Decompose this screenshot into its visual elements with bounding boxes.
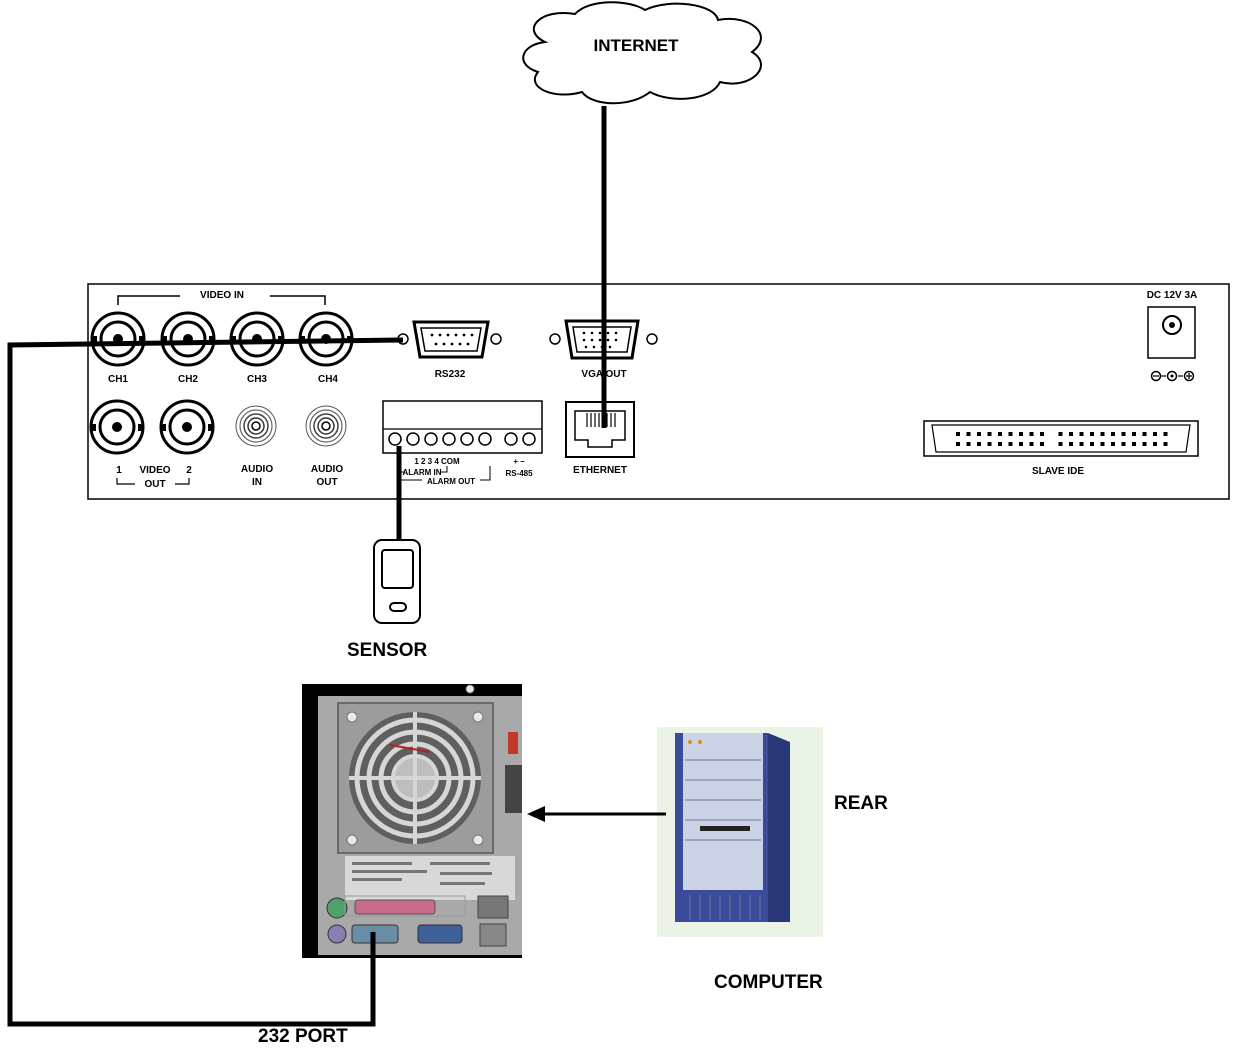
rs485-signs: + – bbox=[513, 457, 525, 466]
internet-label: INTERNET bbox=[594, 36, 680, 55]
ide-pin bbox=[1079, 442, 1084, 446]
computer-label: COMPUTER bbox=[714, 972, 823, 993]
ch4-label: CH4 bbox=[318, 374, 338, 385]
alarm-in-label: ALARM IN bbox=[402, 468, 441, 477]
ide-pin bbox=[1142, 442, 1147, 446]
ide-pin bbox=[1019, 442, 1023, 446]
dc-power-jack bbox=[1147, 306, 1196, 359]
bnc-video-out-2-connector bbox=[159, 399, 215, 455]
bnc-ch3-connector bbox=[229, 311, 285, 367]
ch3-label: CH3 bbox=[247, 374, 267, 385]
ide-pin bbox=[1058, 432, 1063, 436]
alarm-out-label: ALARM OUT bbox=[427, 477, 475, 486]
audio-out-label-1: AUDIO bbox=[311, 464, 343, 475]
ide-pin bbox=[1040, 432, 1044, 436]
audio-out-rca-jack bbox=[305, 405, 347, 447]
ide-pin bbox=[1019, 432, 1023, 436]
alarm-terminal-block bbox=[382, 400, 543, 454]
slave-ide-connector bbox=[923, 420, 1199, 457]
ide-pin bbox=[1090, 432, 1094, 436]
ide-pin bbox=[956, 442, 960, 446]
sensor-label: SENSOR bbox=[347, 640, 428, 661]
slave-ide-label: SLAVE IDE bbox=[1032, 466, 1084, 477]
ide-pin bbox=[998, 432, 1002, 436]
dvr-rear-panel: VIDEO IN CH1 CH2 CH3 CH4 bbox=[87, 283, 1230, 500]
ide-pin bbox=[977, 442, 981, 446]
ide-pin bbox=[1111, 442, 1115, 446]
video-out-1-label: 1 bbox=[116, 465, 122, 476]
ide-pin bbox=[1132, 432, 1136, 436]
ide-pin bbox=[1058, 442, 1063, 446]
computer-tower bbox=[657, 727, 823, 937]
dc-power-label: DC 12V 3A bbox=[1147, 290, 1198, 301]
ide-pin bbox=[998, 442, 1002, 446]
video-in-label: VIDEO IN bbox=[200, 290, 244, 301]
ide-pin bbox=[1163, 442, 1168, 446]
audio-in-label-1: AUDIO bbox=[241, 464, 273, 475]
sensor-device bbox=[373, 539, 421, 624]
ide-pin bbox=[1121, 432, 1126, 436]
ch2-label: CH2 bbox=[178, 374, 198, 385]
rs485-label: RS-485 bbox=[505, 469, 533, 478]
ide-pin bbox=[1008, 442, 1013, 446]
bnc-ch2-connector bbox=[160, 311, 216, 367]
ethernet-rj45-port bbox=[565, 401, 635, 458]
ide-pin bbox=[1040, 442, 1044, 446]
ide-pin bbox=[1100, 432, 1105, 436]
audio-out-label-2: OUT bbox=[316, 477, 337, 488]
ide-pin bbox=[1153, 432, 1157, 436]
ide-pin bbox=[1090, 442, 1094, 446]
ide-pin bbox=[1153, 442, 1157, 446]
dc-polarity-icon bbox=[1150, 370, 1195, 382]
ide-pin bbox=[1111, 432, 1115, 436]
bnc-ch1-connector bbox=[90, 311, 146, 367]
video-out-2-label: 2 bbox=[186, 465, 192, 476]
ide-pin bbox=[1069, 442, 1073, 446]
ide-pin bbox=[1079, 432, 1084, 436]
power-supply-fan bbox=[349, 712, 481, 844]
internet-cloud: INTERNET bbox=[522, 1, 762, 105]
ide-pin bbox=[1069, 432, 1073, 436]
ide-pin bbox=[987, 432, 992, 436]
rear-label: REAR bbox=[834, 793, 888, 814]
ethernet-label: ETHERNET bbox=[573, 465, 627, 476]
ide-pin bbox=[956, 432, 960, 436]
arrow-left-icon bbox=[527, 806, 545, 822]
ide-pin bbox=[1029, 442, 1034, 446]
ide-pin bbox=[977, 432, 981, 436]
alarm-terminal-numbers: 1 2 3 4 COM bbox=[414, 457, 460, 466]
audio-in-rca-jack bbox=[235, 405, 277, 447]
ide-pin bbox=[966, 432, 971, 436]
rs232-to-pc-cable bbox=[7, 337, 404, 1027]
video-out-out-label: OUT bbox=[144, 479, 165, 490]
rs232-label: RS232 bbox=[435, 369, 466, 380]
ide-pin bbox=[987, 442, 992, 446]
ide-pin bbox=[1029, 432, 1034, 436]
ide-pin bbox=[1163, 432, 1168, 436]
ide-pin bbox=[1121, 442, 1126, 446]
video-out-label: VIDEO bbox=[139, 465, 170, 476]
232-port-label: 232 PORT bbox=[258, 1026, 348, 1047]
ide-pin bbox=[1142, 432, 1147, 436]
bnc-video-out-1-connector bbox=[89, 399, 145, 455]
connection-lines bbox=[7, 106, 666, 1027]
ch1-label: CH1 bbox=[108, 374, 128, 385]
ide-pin bbox=[1100, 442, 1105, 446]
ide-pin bbox=[1008, 432, 1013, 436]
ide-pin bbox=[1132, 442, 1136, 446]
ide-pin bbox=[966, 442, 971, 446]
audio-in-label-2: IN bbox=[252, 477, 262, 488]
pc-rear-panel bbox=[302, 684, 522, 958]
